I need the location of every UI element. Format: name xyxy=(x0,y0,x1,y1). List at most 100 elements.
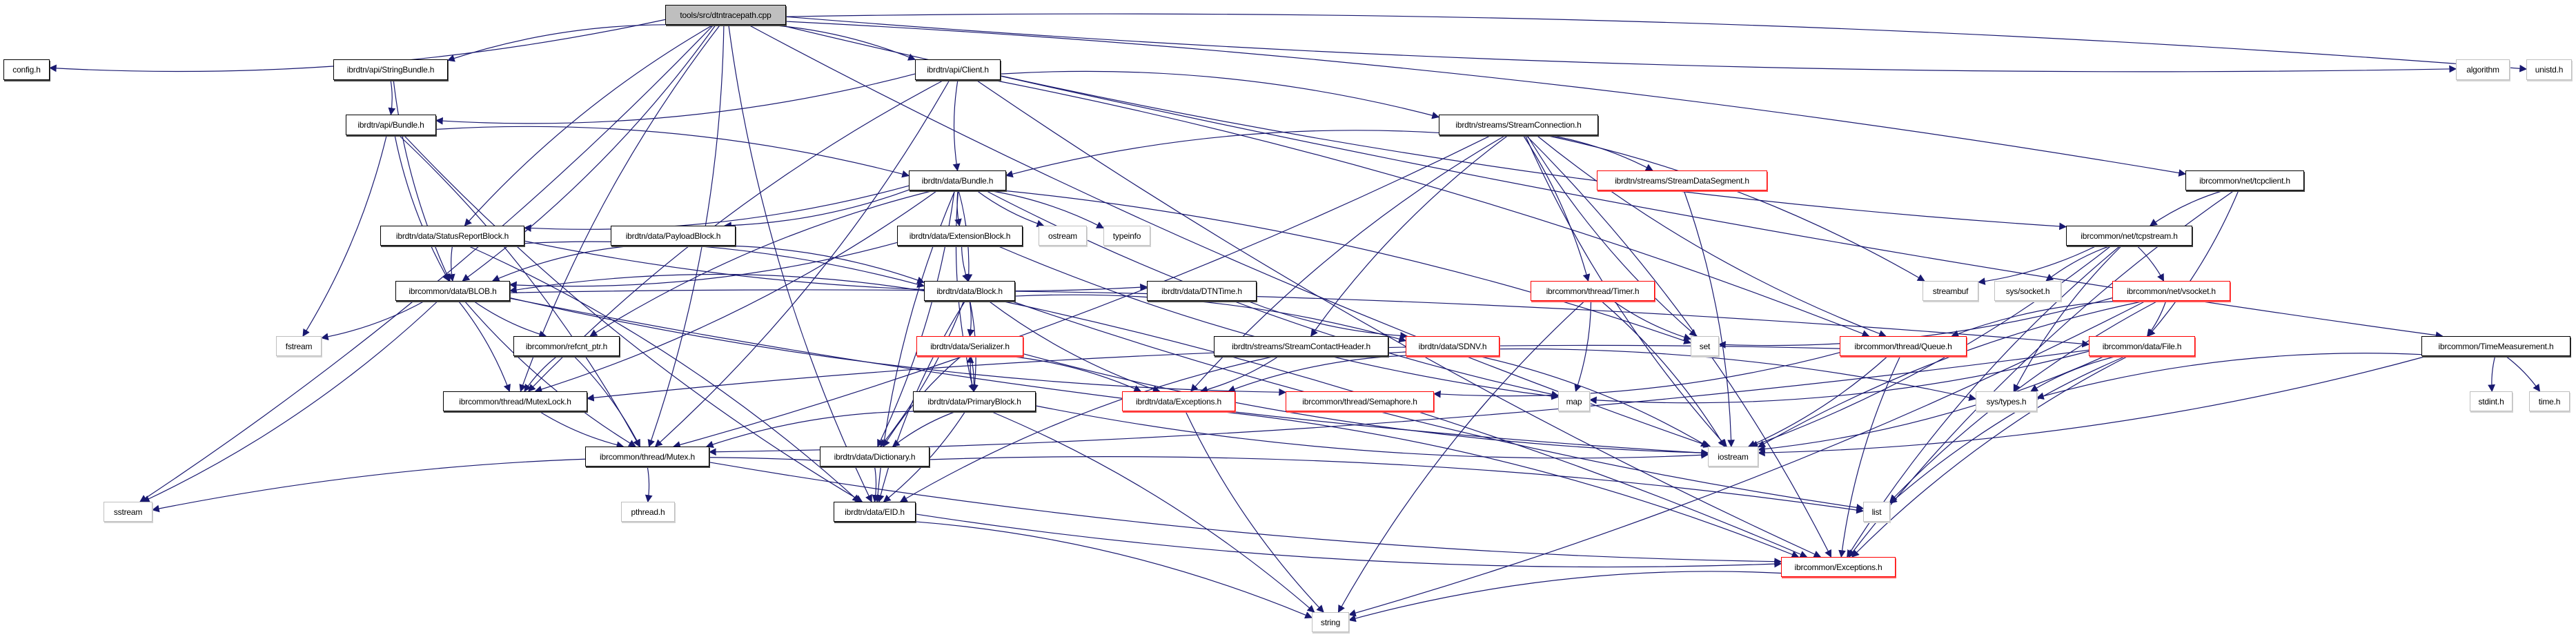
edge-apibundle-to-mutex xyxy=(398,135,640,447)
node-sys-socket-h: sys/socket.h xyxy=(1994,281,2061,301)
edge-dtntime-to-sdnv xyxy=(1247,300,1408,340)
edge-eid-to-commonexc xyxy=(915,513,1782,568)
node-data-extensionblock-h[interactable]: ibrdtn/data/ExtensionBlock.h xyxy=(897,226,1023,246)
edge-blob-to-fstream xyxy=(320,300,425,341)
node-data-exceptions-h[interactable]: ibrdtn/data/Exceptions.h xyxy=(1122,391,1235,411)
node-thread-queue-h[interactable]: ibrcommon/thread/Queue.h xyxy=(1840,336,1967,356)
node-string: string xyxy=(1312,612,1349,632)
edge-block-to-sdnv xyxy=(1014,294,1407,343)
edge-databundle-to-extblock xyxy=(954,190,962,227)
node-data-blob-h[interactable]: ibrcommon/data/BLOB.h xyxy=(395,281,510,301)
edge-file-to-map xyxy=(1589,351,2090,404)
edge-file-to-iostream xyxy=(1757,355,2105,453)
edge-mutex-to-pthread xyxy=(645,466,653,503)
node-api-bundle-h[interactable]: ibrdtn/api/Bundle.h xyxy=(346,115,436,135)
edge-databundle-to-ostream xyxy=(976,190,1045,228)
edge-timer-to-map xyxy=(1574,300,1592,393)
edge-primary-to-string xyxy=(990,411,1315,613)
node-data-block-h[interactable]: ibrdtn/data/Block.h xyxy=(924,281,1015,301)
edge-root-to-unistd xyxy=(785,13,2528,72)
node-data-primaryblock-h[interactable]: ibrdtn/data/PrimaryBlock.h xyxy=(913,391,1036,411)
node-timemeasurement-h[interactable]: ibrcommon/TimeMeasurement.h xyxy=(2421,336,2570,356)
node-net-vsocket-h[interactable]: ibrcommon/net/vsocket.h xyxy=(2112,281,2230,301)
edge-vsocket-to-string xyxy=(1348,300,2146,617)
edge-contacthdr-to-eid xyxy=(899,355,1276,502)
edge-mutexlock-to-mutex xyxy=(538,411,625,449)
node-thread-semaphore-h[interactable]: ibrcommon/thread/Semaphore.h xyxy=(1286,391,1434,411)
edge-timer-to-string xyxy=(1337,300,1585,613)
node-data-serializer-h[interactable]: ibrdtn/data/Serializer.h xyxy=(916,336,1023,356)
node-data-statusreportblock-h[interactable]: ibrdtn/data/StatusReportBlock.h xyxy=(380,226,524,246)
node-thread-mutex-h[interactable]: ibrcommon/thread/Mutex.h xyxy=(585,447,709,467)
node-config-h[interactable]: config.h xyxy=(3,59,50,80)
edge-timer-to-iostream xyxy=(1600,300,1725,447)
edge-apibundle-to-blob xyxy=(394,135,450,282)
edge-streamconn-to-databundle xyxy=(1005,130,1439,178)
edge-sdnv-to-dataexc xyxy=(1227,355,1406,393)
node-thread-mutexlock-h[interactable]: ibrcommon/thread/MutexLock.h xyxy=(443,391,587,411)
edge-file-to-list xyxy=(1889,355,2127,504)
edge-apibundle-to-databundle xyxy=(435,126,910,178)
edge-databundle-to-refcnt xyxy=(589,190,934,337)
node-data-eid-h[interactable]: ibrdtn/data/EID.h xyxy=(834,502,916,522)
edge-commonexc-to-string xyxy=(1348,571,1782,623)
edge-extblock-to-map xyxy=(996,245,1560,400)
edge-databundle-to-mutexlock xyxy=(534,190,938,393)
edge-mutex-to-commonexc xyxy=(709,462,1782,566)
edge-primary-to-dictionary xyxy=(892,411,957,447)
node-refcnt-ptr-h[interactable]: ibrcommon/refcnt_ptr.h xyxy=(513,336,620,356)
node-streams-streamcontactheader-h[interactable]: ibrdtn/streams/StreamContactHeader.h xyxy=(1214,336,1388,356)
node-net-tcpstream-h[interactable]: ibrcommon/net/tcpstream.h xyxy=(2066,226,2192,246)
edge-extblock-to-block xyxy=(961,245,970,282)
node-ibrcommon-exceptions-h[interactable]: ibrcommon/Exceptions.h xyxy=(1781,557,1896,577)
edge-eid-to-string xyxy=(915,521,1312,619)
edge-client-to-queue xyxy=(993,79,1870,337)
node-typeinfo: typeinfo xyxy=(1103,226,1150,246)
edge-databundle-to-set xyxy=(1002,190,1692,344)
edge-streamconn-to-streamdataseg xyxy=(1548,135,1653,171)
node-data-dictionary-h[interactable]: ibrdtn/data/Dictionary.h xyxy=(820,447,930,467)
node-dtntracepath-cpp[interactable]: tools/src/dtntracepath.cpp xyxy=(665,5,786,25)
node-net-tcpclient-h[interactable]: ibrcommon/net/tcpclient.h xyxy=(2185,170,2304,190)
edge-streamconn-to-queue xyxy=(1536,135,1887,337)
node-streams-streamconnection-h[interactable]: ibrdtn/streams/StreamConnection.h xyxy=(1439,115,1598,135)
edge-apibundle-to-eid xyxy=(403,135,863,502)
edge-extblock-to-blob xyxy=(509,242,898,289)
edge-tcpstream-to-iostream xyxy=(1750,245,2112,448)
node-fstream: fstream xyxy=(276,336,322,356)
edge-dictionary-to-eid xyxy=(872,466,880,503)
edge-streamconn-to-timer xyxy=(1522,135,1591,282)
edge-vsocket-to-list xyxy=(1889,300,2159,502)
node-data-dtntime-h[interactable]: ibrdtn/data/DTNTime.h xyxy=(1147,281,1257,301)
node-sstream: sstream xyxy=(104,502,153,522)
node-api-stringbundle-h[interactable]: ibrdtn/api/StringBundle.h xyxy=(333,59,448,80)
node-data-bundle-h[interactable]: ibrdtn/data/Bundle.h xyxy=(909,170,1006,190)
node-thread-timer-h[interactable]: ibrcommon/thread/Timer.h xyxy=(1531,281,1655,301)
node-data-payloadblock-h[interactable]: ibrdtn/data/PayloadBlock.h xyxy=(611,226,736,246)
edge-root-to-statusreport xyxy=(464,24,714,226)
edge-queue-to-commonexc xyxy=(1838,355,1901,558)
edge-sdnv-to-iostream xyxy=(1477,355,1709,447)
edge-blob-to-mutex xyxy=(464,300,636,447)
node-data-file-h[interactable]: ibrcommon/data/File.h xyxy=(2089,336,2195,356)
edge-block-to-dictionary xyxy=(880,300,965,447)
node-stdint-h: stdint.h xyxy=(2470,391,2513,411)
edge-tcpstream-to-syssocket xyxy=(2045,245,2112,282)
edge-streamconn-to-streambuf xyxy=(1545,135,1925,282)
edge-databundle-to-statusreport xyxy=(523,185,910,232)
node-data-sdnv-h[interactable]: ibrdtn/data/SDNV.h xyxy=(1406,336,1500,356)
edge-stringbundle-to-apibundle xyxy=(388,79,396,116)
edge-queue-to-iostream xyxy=(1747,355,1889,447)
edge-refcnt-to-mutex xyxy=(573,355,640,447)
edge-streamconn-to-contacthdr xyxy=(1310,135,1509,337)
edge-block-to-commonexc xyxy=(1001,300,1808,558)
node-streams-streamdatasegment-h[interactable]: ibrdtn/streams/StreamDataSegment.h xyxy=(1597,170,1767,190)
edge-statusreport-to-blob xyxy=(447,245,455,282)
edge-tcpstream-to-streambuf xyxy=(1977,245,2097,285)
node-api-client-h[interactable]: ibrdtn/api/Client.h xyxy=(915,59,1001,80)
edge-client-to-tcpstream xyxy=(1000,75,2067,231)
node-list: list xyxy=(1863,502,1890,522)
edge-root-to-algorithm xyxy=(785,16,2457,73)
node-streambuf: streambuf xyxy=(1923,281,1978,301)
